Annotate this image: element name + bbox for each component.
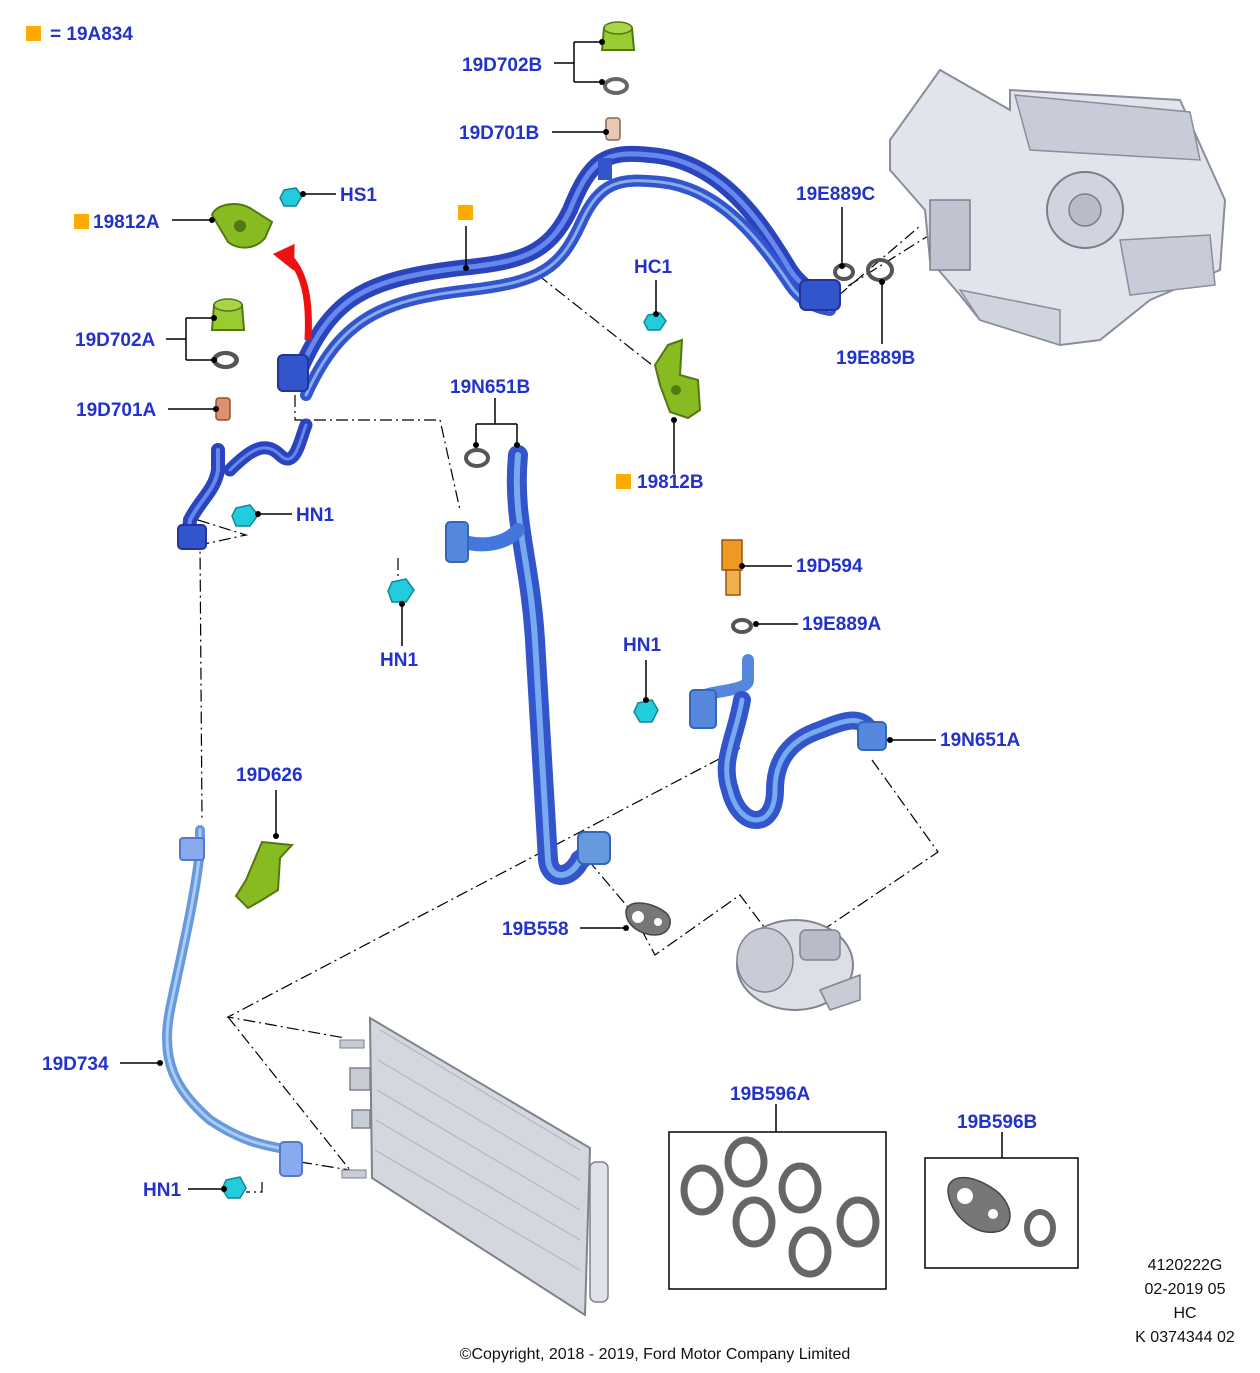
label-19D702B: 19D702B bbox=[462, 55, 542, 76]
label-19D701B: 19D701B bbox=[459, 123, 539, 144]
legend-text: = 19A834 bbox=[50, 24, 133, 45]
label-19B596A: 19B596A bbox=[730, 1084, 811, 1105]
legend-marker-19A834 bbox=[458, 205, 473, 220]
condenser bbox=[339, 1016, 609, 1317]
bracket-19D626 bbox=[234, 840, 295, 910]
label-19812A: 19812A bbox=[93, 212, 160, 233]
central-pipe bbox=[445, 445, 611, 885]
bracket-19812A bbox=[210, 203, 274, 249]
label-HN1-c: HN1 bbox=[623, 635, 661, 656]
legend: = 19A834 bbox=[26, 24, 133, 45]
label-19D702A: 19D702A bbox=[75, 330, 156, 351]
label-19D594: 19D594 bbox=[796, 556, 863, 577]
meta-reference: K 0374344 02 bbox=[1135, 1329, 1235, 1346]
label-HN1-a: HN1 bbox=[296, 505, 334, 526]
o-rings bbox=[213, 258, 894, 634]
meta-code: HC bbox=[1173, 1305, 1196, 1322]
label-19N651B: 19N651B bbox=[450, 377, 530, 398]
label-HC1: HC1 bbox=[634, 257, 672, 278]
cap-19D702B bbox=[600, 21, 636, 141]
left-small-line bbox=[177, 418, 313, 550]
label-19D626: 19D626 bbox=[236, 765, 303, 786]
suction-line-assembly bbox=[277, 145, 841, 401]
right-pipe bbox=[689, 654, 887, 829]
cap-19D702A bbox=[210, 298, 246, 421]
label-HN1-d: HN1 bbox=[143, 1180, 181, 1201]
label-19B558: 19B558 bbox=[502, 919, 569, 940]
red-arrow bbox=[272, 243, 312, 341]
label-19812B: 19812B bbox=[637, 472, 704, 493]
meta-drawing-number: 4120222G bbox=[1148, 1257, 1223, 1274]
label-19E889B: 19E889B bbox=[836, 348, 915, 369]
label-19N651A: 19N651A bbox=[940, 730, 1021, 751]
leader-lines bbox=[120, 39, 1003, 1192]
copyright: ©Copyright, 2018 - 2019, Ford Motor Comp… bbox=[460, 1346, 851, 1363]
legend-marker bbox=[26, 26, 41, 41]
hvac-housing bbox=[889, 68, 1227, 347]
legend-marker-19812A bbox=[74, 214, 89, 229]
seal-kit-19B596A bbox=[668, 1131, 887, 1290]
sensor-19D594 bbox=[721, 539, 743, 596]
label-HS1: HS1 bbox=[340, 185, 377, 206]
bracket-19812B bbox=[653, 338, 702, 420]
gasket-19B558 bbox=[625, 902, 671, 936]
legend-marker-19812B bbox=[616, 474, 631, 489]
liquid-line bbox=[162, 825, 303, 1177]
drawing-meta: 4120222G 02-2019 05 HC K 0374344 02 bbox=[1135, 1257, 1235, 1346]
label-19E889A: 19E889A bbox=[802, 614, 882, 635]
label-19B596B: 19B596B bbox=[957, 1112, 1037, 1133]
ac-compressor bbox=[736, 919, 861, 1011]
seal-kit-19B596B bbox=[924, 1157, 1079, 1269]
label-19D734: 19D734 bbox=[42, 1054, 109, 1075]
label-19D701A: 19D701A bbox=[76, 400, 157, 421]
label-HN1-b: HN1 bbox=[380, 650, 418, 671]
nut-group bbox=[221, 187, 667, 1199]
callout-labels: 19D702B 19D701B HS1 19812A 19E889C 19E88… bbox=[42, 55, 1037, 1201]
label-19E889C: 19E889C bbox=[796, 184, 876, 205]
meta-date-code: 02-2019 05 bbox=[1145, 1281, 1226, 1298]
